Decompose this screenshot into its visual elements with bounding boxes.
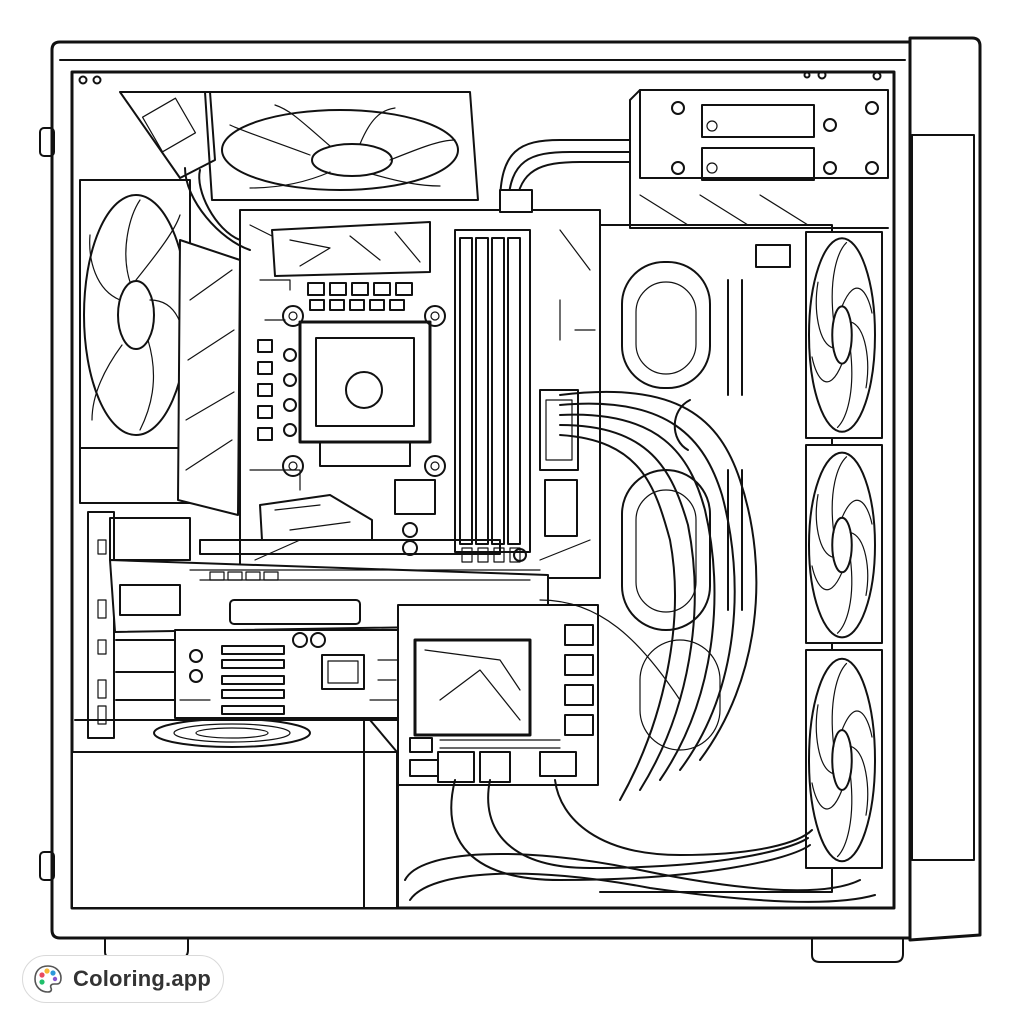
psu-shroud — [72, 719, 398, 908]
expansion-slots — [88, 512, 175, 738]
gpu-cooler — [178, 240, 240, 515]
front-fans — [806, 232, 882, 868]
front-mesh-panel — [912, 135, 974, 860]
brand-badge[interactable]: Coloring.app — [22, 955, 224, 1003]
power-cables — [185, 140, 875, 902]
cpu-socket — [283, 306, 445, 476]
vrm-heatsink — [120, 92, 215, 178]
ram-slots — [455, 230, 530, 562]
palette-icon — [34, 965, 62, 993]
case-feet — [105, 938, 903, 962]
lower-pcb — [175, 630, 405, 718]
drive-cage — [630, 90, 888, 228]
rear-fan — [80, 180, 190, 503]
brand-name: Coloring.app — [73, 966, 212, 991]
secondary-board — [398, 605, 598, 785]
motherboard — [240, 210, 600, 578]
top-fan — [205, 92, 478, 200]
